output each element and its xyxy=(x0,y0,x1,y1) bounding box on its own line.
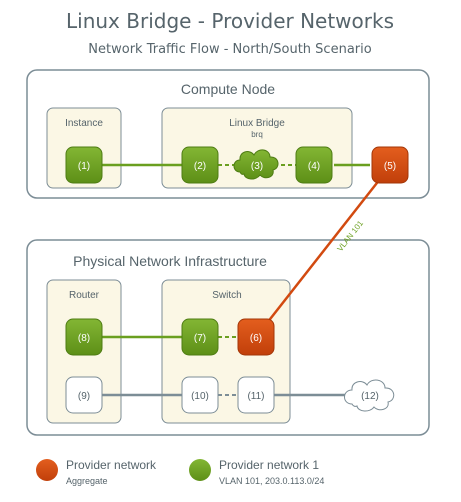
instance-label: Instance xyxy=(65,118,103,129)
legend-green-swatch xyxy=(189,459,211,481)
linux-bridge-label: Linux Bridge xyxy=(229,118,285,129)
diagram-title: Linux Bridge - Provider Networks xyxy=(66,9,394,33)
node-9-label: (9) xyxy=(78,391,90,402)
node-9: (9) xyxy=(65,376,103,414)
node-7: (7) xyxy=(181,318,219,356)
node-3-label: (3) xyxy=(251,161,263,172)
node-4: (4) xyxy=(295,146,333,184)
switch-label: Switch xyxy=(212,290,241,301)
node-11-label: (11) xyxy=(247,391,264,402)
legend-provider-aggregate-title: Provider network xyxy=(66,458,157,472)
node-4-label: (4) xyxy=(308,161,320,172)
node-12-cloud: (12) xyxy=(344,379,395,412)
node-6-label: (6) xyxy=(250,333,262,344)
node-5: (5) xyxy=(371,146,409,184)
node-11: (11) xyxy=(237,376,275,414)
node-10: (10) xyxy=(181,376,219,414)
node-1: (1) xyxy=(65,146,103,184)
legend-provider-aggregate-subtitle: Aggregate xyxy=(66,476,108,486)
legend-provider-1-subtitle: VLAN 101, 203.0.113.0/24 xyxy=(219,476,324,486)
legend: Provider network Aggregate Provider netw… xyxy=(36,458,324,486)
node-10-label: (10) xyxy=(191,391,209,402)
legend-orange-swatch xyxy=(36,459,58,481)
node-8: (8) xyxy=(65,318,103,356)
node-7-label: (7) xyxy=(194,333,206,344)
node-6: (6) xyxy=(237,318,275,356)
node-8-label: (8) xyxy=(78,333,90,344)
node-2-label: (2) xyxy=(194,161,206,172)
router-label: Router xyxy=(69,290,100,301)
legend-provider-1-title: Provider network 1 xyxy=(219,458,319,472)
linux-bridge-sublabel: brq xyxy=(251,130,263,139)
compute-node-label: Compute Node xyxy=(181,81,275,97)
node-3-cloud: (3) xyxy=(233,149,279,180)
physical-infra-label: Physical Network Infrastructure xyxy=(73,253,267,269)
node-1-label: (1) xyxy=(78,161,90,172)
node-5-label: (5) xyxy=(384,161,396,172)
node-12-label: (12) xyxy=(361,391,379,402)
node-2: (2) xyxy=(181,146,219,184)
vlan-link-5-6 xyxy=(255,164,392,338)
diagram-subtitle: Network Traffic Flow - North/South Scena… xyxy=(88,42,371,57)
